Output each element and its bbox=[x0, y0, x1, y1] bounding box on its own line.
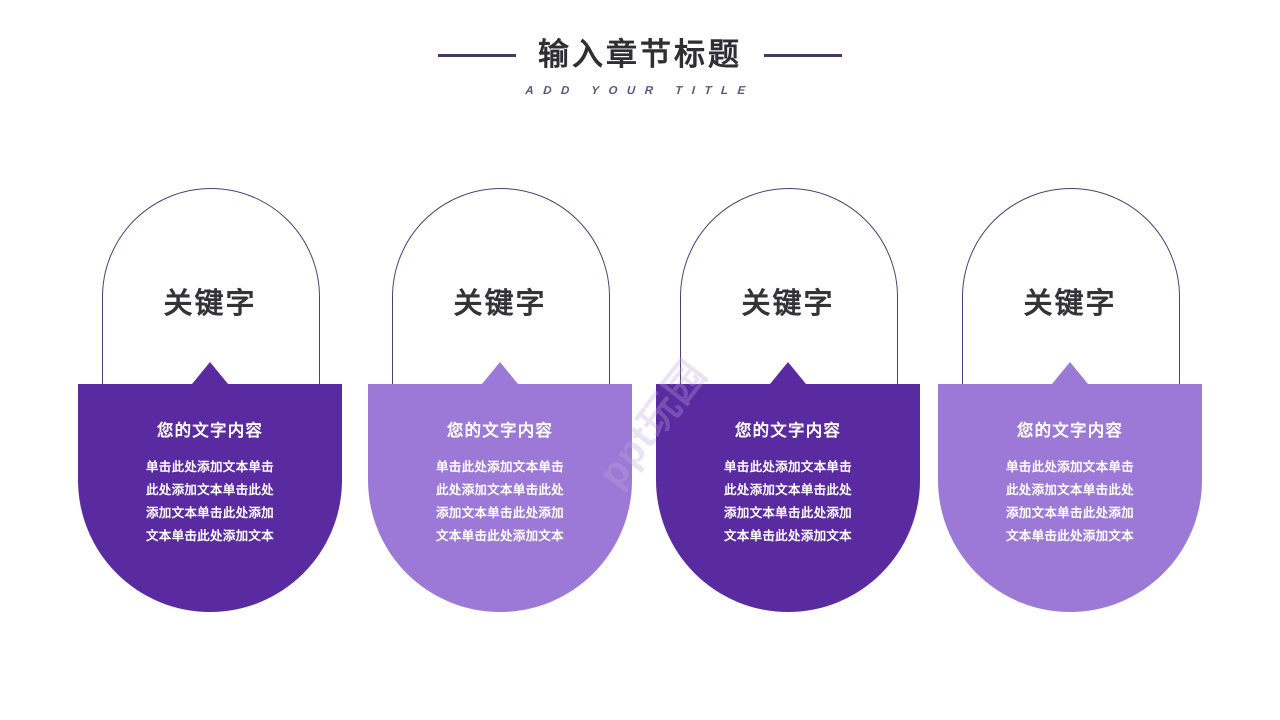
card-1[interactable]: 关键字 您的文字内容 单击此处添加文本单击 此处添加文本单击此处 添加文本单击此… bbox=[78, 188, 342, 612]
card-lines: 单击此处添加文本单击 此处添加文本单击此处 添加文本单击此处添加 文本单击此处添… bbox=[938, 456, 1202, 548]
card-notch-icon bbox=[770, 362, 806, 384]
card-line: 单击此处添加文本单击 bbox=[435, 460, 564, 474]
card-line: 此处添加文本单击此处 bbox=[145, 483, 274, 497]
card-keyword: 关键字 bbox=[453, 288, 547, 320]
card-heading: 您的文字内容 bbox=[734, 422, 842, 440]
card-line: 添加文本单击此处添加 bbox=[145, 506, 274, 520]
card-keyword: 关键字 bbox=[163, 288, 257, 320]
card-line: 单击此处添加文本单击 bbox=[1005, 460, 1134, 474]
card-heading: 您的文字内容 bbox=[156, 422, 264, 440]
card-line: 文本单击此处添加文本 bbox=[723, 529, 852, 543]
card-4[interactable]: 关键字 您的文字内容 单击此处添加文本单击 此处添加文本单击此处 添加文本单击此… bbox=[938, 188, 1202, 612]
card-body: 您的文字内容 单击此处添加文本单击 此处添加文本单击此处 添加文本单击此处添加 … bbox=[78, 384, 342, 612]
card-lines: 单击此处添加文本单击 此处添加文本单击此处 添加文本单击此处添加 文本单击此处添… bbox=[78, 456, 342, 548]
card-heading: 您的文字内容 bbox=[1016, 422, 1124, 440]
card-lines: 单击此处添加文本单击 此处添加文本单击此处 添加文本单击此处添加 文本单击此处添… bbox=[656, 456, 920, 548]
card-fill bbox=[938, 384, 1202, 612]
card-heading: 您的文字内容 bbox=[446, 422, 554, 440]
card-keyword: 关键字 bbox=[1023, 288, 1117, 320]
card-2[interactable]: 关键字 您的文字内容 单击此处添加文本单击 此处添加文本单击此处 添加文本单击此… bbox=[368, 188, 632, 612]
card-line: 文本单击此处添加文本 bbox=[1005, 529, 1134, 543]
card-keyword: 关键字 bbox=[741, 288, 835, 320]
card-line: 添加文本单击此处添加 bbox=[723, 506, 852, 520]
card-fill bbox=[368, 384, 632, 612]
card-notch-icon bbox=[192, 362, 228, 384]
card-line: 文本单击此处添加文本 bbox=[145, 529, 274, 543]
card-line: 文本单击此处添加文本 bbox=[435, 529, 564, 543]
card-fill bbox=[78, 384, 342, 612]
card-3[interactable]: 关键字 您的文字内容 单击此处添加文本单击 此处添加文本单击此处 添加文本单击此… bbox=[656, 188, 920, 612]
title-row: 输入章节标题 bbox=[0, 32, 1280, 78]
card-notch-icon bbox=[1052, 362, 1088, 384]
page-title: 输入章节标题 bbox=[538, 37, 742, 72]
card-line: 单击此处添加文本单击 bbox=[723, 460, 852, 474]
card-body: 您的文字内容 单击此处添加文本单击 此处添加文本单击此处 添加文本单击此处添加 … bbox=[656, 384, 920, 612]
card-lines: 单击此处添加文本单击 此处添加文本单击此处 添加文本单击此处添加 文本单击此处添… bbox=[368, 456, 632, 548]
card-line: 此处添加文本单击此处 bbox=[723, 483, 852, 497]
card-notch-icon bbox=[482, 362, 518, 384]
card-line: 添加文本单击此处添加 bbox=[1005, 506, 1134, 520]
card-line: 此处添加文本单击此处 bbox=[1005, 483, 1134, 497]
card-line: 添加文本单击此处添加 bbox=[435, 506, 564, 520]
card-line: 此处添加文本单击此处 bbox=[435, 483, 564, 497]
title-rule-right bbox=[764, 53, 842, 57]
card-body: 您的文字内容 单击此处添加文本单击 此处添加文本单击此处 添加文本单击此处添加 … bbox=[368, 384, 632, 612]
title-rule-left bbox=[438, 53, 516, 57]
card-fill bbox=[656, 384, 920, 612]
slide-header: 输入章节标题 ADD YOUR TITLE bbox=[0, 32, 1280, 97]
card-line: 单击此处添加文本单击 bbox=[145, 460, 274, 474]
card-body: 您的文字内容 单击此处添加文本单击 此处添加文本单击此处 添加文本单击此处添加 … bbox=[938, 384, 1202, 612]
